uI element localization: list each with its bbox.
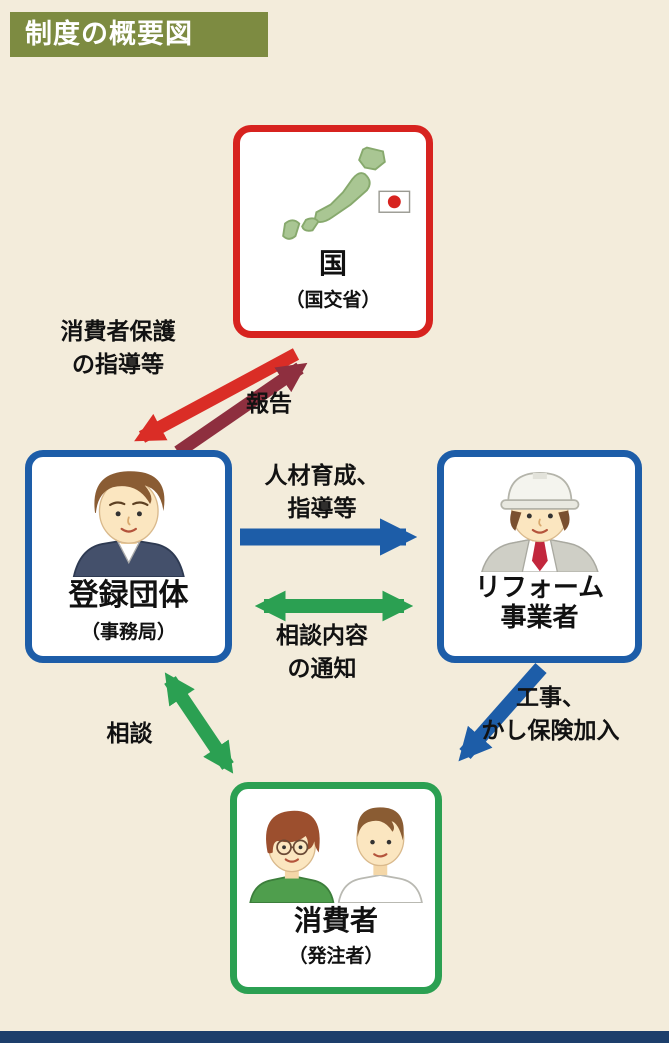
node-registered-org-title: 登録団体	[68, 577, 189, 613]
consumer-man-avatar	[337, 807, 423, 903]
japan-map-icon	[282, 146, 387, 240]
glasses-icon	[276, 839, 309, 856]
label-consult-notice: 相談内容 の通知	[233, 620, 411, 685]
consumer-woman-avatar	[249, 810, 335, 903]
label-hr-development-line2: 指導等	[287, 495, 357, 522]
label-hr-development: 人材育成、 指導等	[228, 460, 416, 525]
label-construction-line1: 工事、	[516, 685, 585, 711]
node-consumer: 消費者 （発注者）	[230, 782, 442, 994]
node-reform-operator-title: リフォーム 事業者	[474, 573, 605, 634]
hard-hat-icon	[499, 472, 580, 510]
japan-map-illustration	[247, 140, 418, 246]
label-hr-development-line1: 人材育成、	[264, 463, 380, 489]
label-consult-notice-line1: 相談内容	[276, 623, 368, 649]
node-consumer-subtitle: （発注者）	[288, 945, 384, 967]
node-reform-operator: リフォーム 事業者	[437, 450, 642, 663]
label-report: 報告	[246, 391, 292, 417]
label-consumer-protection-line2: の指導等	[72, 351, 164, 378]
japan-flag-icon	[378, 190, 411, 213]
node-consumer-title: 消費者	[293, 903, 378, 937]
registered-org-avatar	[40, 465, 218, 577]
bottom-border-bar	[0, 1031, 669, 1043]
node-reform-operator-title-line1: リフォーム	[474, 573, 605, 604]
consumer-avatars	[245, 797, 427, 903]
node-government: 国 （国交省）	[233, 125, 433, 338]
node-registered-org-subtitle: （事務局）	[80, 621, 176, 644]
node-government-title: 国	[318, 247, 347, 281]
label-consumer-protection-line1: 消費者保護	[60, 319, 176, 345]
node-government-subtitle: （国交省）	[285, 288, 381, 311]
page-title: 制度の概要図	[10, 12, 268, 57]
label-consult-notice-line2: の通知	[287, 655, 357, 682]
label-consumer-protection: 消費者保護 の指導等	[8, 316, 228, 381]
node-reform-operator-title-line2: 事業者	[500, 603, 579, 634]
label-construction: 工事、 かし保険加入	[448, 682, 653, 747]
node-registered-org: 登録団体 （事務局）	[25, 450, 232, 663]
reform-operator-avatar	[452, 465, 628, 573]
label-construction-line2: かし保険加入	[481, 717, 620, 744]
label-consultation: 相談	[106, 721, 153, 747]
